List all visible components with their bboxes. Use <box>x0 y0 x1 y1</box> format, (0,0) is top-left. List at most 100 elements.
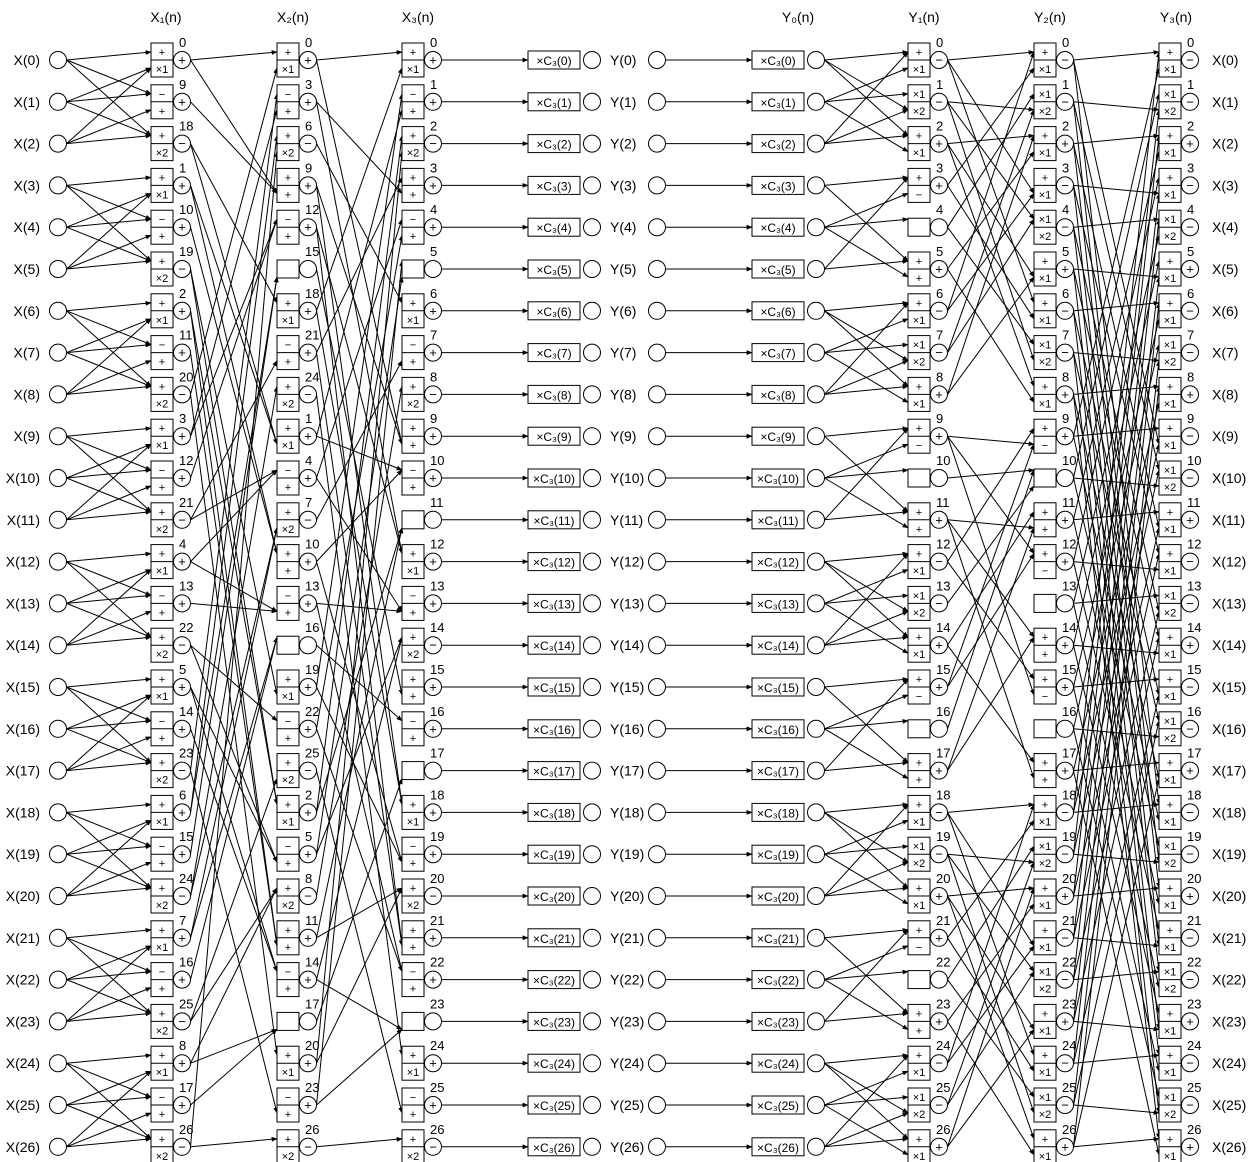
x3-sum-node <box>424 1137 442 1156</box>
x2-index-label: 4 <box>305 453 312 468</box>
x1-op-bottom: ×2 <box>156 1025 169 1037</box>
x1-index-label: 23 <box>179 746 193 761</box>
y3-sum-node <box>1181 594 1199 613</box>
wire-stage-3 <box>66 175 152 186</box>
x2-sum-node <box>299 803 317 822</box>
wire-stage-10 <box>947 485 1035 604</box>
output-label: X(13) <box>1212 595 1246 611</box>
y1-index-label: 20 <box>936 871 950 886</box>
y2-op-top: + <box>1042 883 1048 895</box>
input-label: X(22) <box>6 972 40 988</box>
wire-stage-11 <box>824 477 909 529</box>
x1-sum-node <box>173 594 191 613</box>
y1-op-bottom: ×1 <box>913 816 926 828</box>
x1-op-bottom: ×1 <box>156 691 169 703</box>
x2-op-top: + <box>285 1050 291 1062</box>
y2-op-bottom: ×1 <box>1039 1025 1052 1037</box>
x1-op-top: + <box>159 1008 165 1020</box>
y2-op-bottom: ×2 <box>1039 106 1052 118</box>
y2-op-bottom: ×2 <box>1039 984 1052 996</box>
output-label: X(21) <box>1212 930 1246 946</box>
multiplier-box-b <box>751 677 805 697</box>
y1-op-top: + <box>916 799 922 811</box>
multiplier-box-b <box>751 635 805 655</box>
y1-op-top: ×1 <box>913 841 926 853</box>
y2-sum-sign: − <box>1061 178 1069 193</box>
multiplier-label-a: ×C₃(12) <box>533 556 575 570</box>
x1-op-top: + <box>159 925 165 937</box>
multiplier-node-a <box>583 594 601 613</box>
wire-stage-13 <box>824 610 909 646</box>
y1-sum-sign: + <box>935 763 943 778</box>
x2-index-label: 22 <box>305 704 319 719</box>
y3-index-label: 10 <box>1187 453 1201 468</box>
y3-sum-sign: − <box>1186 345 1194 360</box>
x1-sum-sign: + <box>178 429 186 444</box>
x3-op-top: − <box>410 89 416 101</box>
multiplier-label-a: ×C₃(25) <box>533 1099 575 1113</box>
x1-op-top: + <box>159 507 165 519</box>
wire-stage-23 <box>947 1028 1035 1148</box>
y1-sum-node <box>930 594 948 613</box>
input-node <box>49 636 67 655</box>
multiplier-box-b <box>751 886 805 906</box>
y1-sum-sign: − <box>935 847 943 862</box>
wire-stage-7 <box>316 360 403 521</box>
wire-stage-19 <box>66 861 152 897</box>
input-label: X(18) <box>6 804 40 820</box>
x2-sum-sign: − <box>304 387 312 402</box>
x1-op-top: + <box>159 883 165 895</box>
wire-stage-22 <box>316 728 403 973</box>
x2-op-bottom: + <box>285 733 291 745</box>
output-label: X(12) <box>1212 554 1246 570</box>
wire-stage-15 <box>66 694 152 730</box>
x1-sum-node <box>173 1054 191 1073</box>
x2-index-label: 9 <box>305 160 312 175</box>
y2-sum-node <box>1056 469 1074 487</box>
y2-index-label: 8 <box>1062 369 1069 384</box>
x2-sum-node <box>299 1012 317 1031</box>
y3-op-bottom: ×2 <box>1164 482 1177 494</box>
y3-op-top: ×1 <box>1164 716 1177 728</box>
y3-op-bottom: ×2 <box>1164 607 1177 619</box>
wire-stage-4 <box>1073 234 1161 604</box>
y3-index-label: 8 <box>1187 369 1194 384</box>
wire-stage-7 <box>66 342 152 354</box>
y3-sum-node <box>1181 51 1199 69</box>
wire-stage-1 <box>1073 109 1161 855</box>
y2-index-label: 18 <box>1062 787 1076 802</box>
multiplier-box-b <box>751 301 805 321</box>
input-node <box>49 1012 67 1031</box>
multiplier-box-a <box>527 844 581 864</box>
y1-op-top: + <box>916 256 922 268</box>
x3-op-bottom: + <box>410 691 416 703</box>
wire-stage-12 <box>824 551 909 563</box>
multiplier-box-b <box>751 217 805 237</box>
header-x1: X₁(n) <box>150 9 181 25</box>
y1-sum-node <box>930 761 948 780</box>
y3-sum-node <box>1181 469 1199 487</box>
wire-stage-18 <box>66 819 152 855</box>
multiplier-label-a: ×C₃(13) <box>533 597 575 611</box>
y1-index-label: 9 <box>936 411 943 426</box>
y1-index-label: 6 <box>936 286 943 301</box>
y3-index-label: 6 <box>1187 286 1194 301</box>
y1-op-top: + <box>916 674 922 686</box>
x3-op-top: + <box>410 131 416 143</box>
y2-sum-sign: + <box>1061 387 1069 402</box>
x3-sum-node <box>424 343 442 362</box>
x3-sum-sign: + <box>429 303 437 318</box>
y3-op-bottom: ×1 <box>1164 440 1177 452</box>
output-label: X(16) <box>1212 721 1246 737</box>
x2-op-top: + <box>285 883 291 895</box>
wire-stage-6 <box>1073 318 1161 688</box>
x2-sum-node <box>299 1054 317 1073</box>
x2-index-label: 1 <box>305 411 312 426</box>
multiplier-box-b <box>751 970 805 990</box>
y2-sum-sign: + <box>1061 763 1069 778</box>
x1-op-bottom: ×1 <box>156 64 169 76</box>
output-label: X(3) <box>1212 177 1238 193</box>
wire-stage-10 <box>66 435 152 471</box>
output-label: X(10) <box>1212 470 1246 486</box>
wire-stage-4 <box>947 218 1035 353</box>
